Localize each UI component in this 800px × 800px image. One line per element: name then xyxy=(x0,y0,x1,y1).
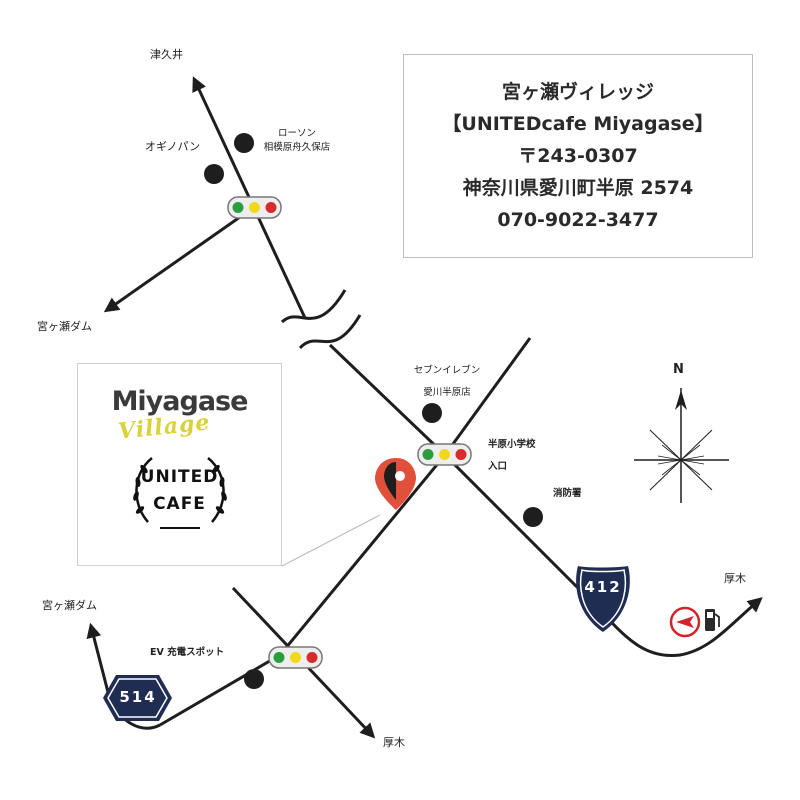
compass-rose-icon xyxy=(634,388,729,503)
label-miyagase-dam-lower: 宮ヶ瀬ダム xyxy=(42,599,97,612)
label-fire-station: 消防署 xyxy=(553,488,582,499)
gas-brand-logo-icon xyxy=(669,606,701,638)
logo-box: Miyagase Village UNITED CAFE xyxy=(77,363,282,566)
route-412-shield xyxy=(576,566,630,632)
route-514-number: 514 xyxy=(119,688,157,706)
fuel-pump-icon xyxy=(705,609,720,631)
label-oginopan: オギノパン xyxy=(145,140,201,153)
shop-info-box: 宮ヶ瀬ヴィレッジ 【UNITEDcafe Miyagase】 〒243-0307… xyxy=(403,54,753,258)
landmark-dot-seven-eleven xyxy=(422,403,442,423)
road-miyagase-dam-upper xyxy=(103,208,251,313)
label-tsukui: 津久井 xyxy=(150,48,183,61)
traffic-signal-middle xyxy=(417,443,472,466)
label-miyagase-dam-upper: 宮ヶ瀬ダム xyxy=(37,320,92,333)
logo-cafe-text: CAFE xyxy=(153,494,206,514)
label-lawson: ローソン 相模原舟久保店 xyxy=(263,128,331,153)
traffic-signal-upper xyxy=(227,196,282,219)
shop-subtitle: 【UNITEDcafe Miyagase】 xyxy=(442,113,714,135)
label-harahara-school: 半原小学校 入口 xyxy=(488,439,536,472)
shop-phone: 070-9022-3477 xyxy=(497,209,659,231)
route-412-number: 412 xyxy=(584,578,622,596)
road-diagonal xyxy=(159,337,532,727)
location-pin-icon xyxy=(375,458,416,510)
logo-united-text: UNITED xyxy=(140,467,219,487)
compass-north-label: N xyxy=(673,362,684,377)
label-ev-charging-spot: EV 充電スポット xyxy=(150,647,225,658)
landmark-dot-fire-station xyxy=(523,507,543,527)
route-514-shield xyxy=(103,675,172,721)
label-atsugi-south: 厚木 xyxy=(383,736,405,749)
shop-name: 宮ヶ瀬ヴィレッジ xyxy=(501,81,654,103)
traffic-signal-lower xyxy=(268,646,323,669)
label-seven-eleven: セブンイレブン 愛川半原店 xyxy=(413,365,481,398)
landmark-dot-oginopan xyxy=(204,164,224,184)
pin-leader-line xyxy=(281,514,381,567)
logo-title: Miyagase xyxy=(111,386,249,417)
landmark-dot-lawson xyxy=(234,133,254,153)
road-break-upper xyxy=(280,289,347,324)
road-break-lower xyxy=(298,314,362,350)
label-atsugi-east: 厚木 xyxy=(724,572,746,585)
laurel-wreath-icon xyxy=(133,457,227,529)
landmark-dot-ev xyxy=(244,669,264,689)
shop-address: 神奈川県愛川町半原 2574 xyxy=(462,177,694,199)
shop-postal-code: 〒243-0307 xyxy=(518,145,638,167)
